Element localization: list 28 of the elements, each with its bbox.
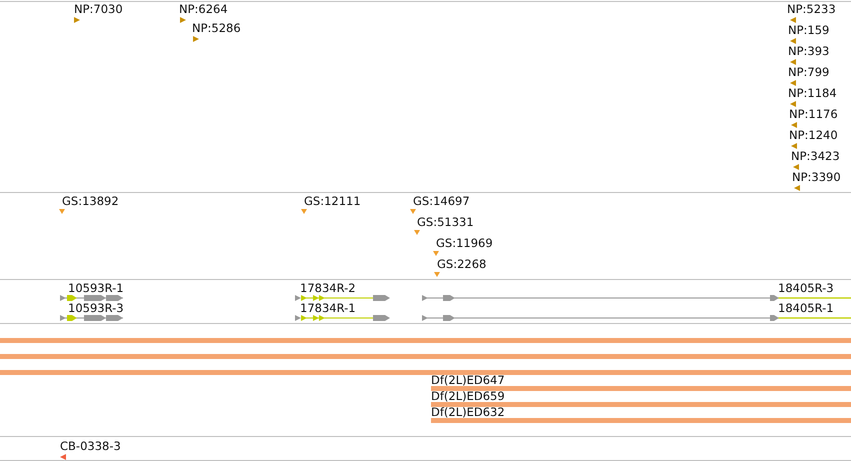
feature-label: GS:51331 <box>417 216 474 229</box>
feature-label: NP:799 <box>788 66 830 79</box>
feature-label: NP:5286 <box>192 22 241 35</box>
feature-label: GS:2268 <box>437 258 486 271</box>
feature-label: NP:159 <box>788 24 830 37</box>
feature-label: GS:13892 <box>62 195 119 208</box>
feature-label: GS:14697 <box>413 195 470 208</box>
feature-label: NP:3390 <box>792 171 841 184</box>
feature-label: 17834R-1 <box>300 302 356 315</box>
feature-label: NP:5233 <box>787 3 836 16</box>
feature-label: NP:3423 <box>791 150 840 163</box>
feature-label: NP:1240 <box>789 129 838 142</box>
feature-label: 10593R-1 <box>68 282 124 295</box>
feature-label: NP:1184 <box>788 87 837 100</box>
feature-label: 17834R-2 <box>300 282 356 295</box>
feature-label: NP:6264 <box>179 3 228 16</box>
feature-label: NP:1176 <box>789 108 838 121</box>
feature-label: CB-0338-3 <box>60 440 121 453</box>
feature-label: NP:393 <box>788 45 830 58</box>
feature-label: 18405R-1 <box>778 302 834 315</box>
feature-label: Df(2L)ED659 <box>431 390 505 403</box>
feature-label: GS:11969 <box>436 237 493 250</box>
feature-label: Df(2L)ED647 <box>431 374 505 387</box>
feature-label: GS:12111 <box>304 195 361 208</box>
feature-label: NP:7030 <box>74 3 123 16</box>
feature-label: 18405R-3 <box>778 282 834 295</box>
feature-label: Df(2L)ED632 <box>431 406 505 419</box>
feature-label: 10593R-3 <box>68 302 124 315</box>
